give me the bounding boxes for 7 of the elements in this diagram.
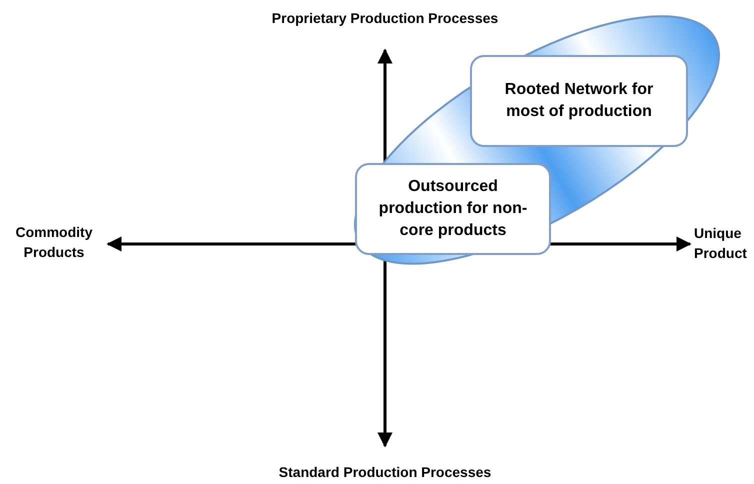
rounded-box: [470, 55, 688, 147]
box-text: Outsourced production for non-core products: [378, 177, 528, 241]
axis-label: Proprietary Production Processes: [270, 9, 500, 28]
box-text: Rooted Network for most of production: [504, 80, 654, 122]
axis-label: Unique Product: [694, 224, 748, 263]
axis-label: Commodity Products: [14, 223, 94, 262]
axis-label: Standard Production Processes: [278, 463, 492, 482]
